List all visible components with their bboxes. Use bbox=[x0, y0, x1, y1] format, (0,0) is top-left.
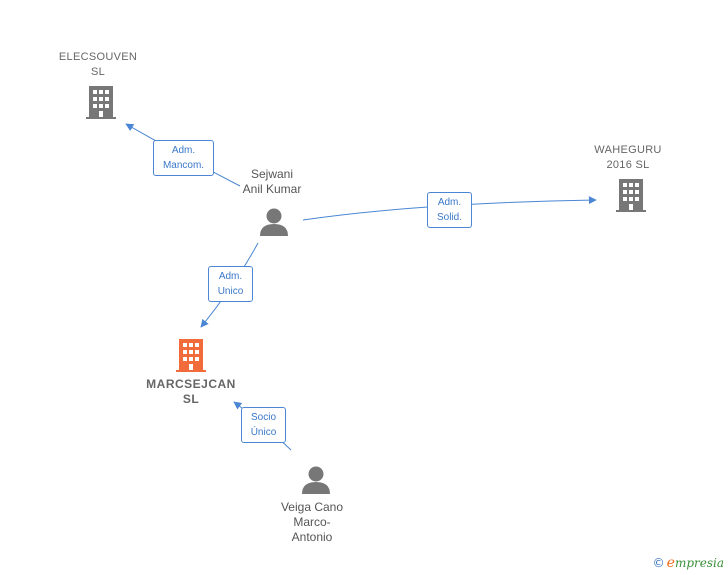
brand-initial: e bbox=[666, 555, 675, 571]
building-icon[interactable] bbox=[615, 177, 647, 213]
person-icon[interactable] bbox=[300, 465, 332, 495]
brand-footer: ©empresia bbox=[653, 555, 724, 571]
edge-label-socio-unico: Socio Único bbox=[241, 407, 286, 443]
edge-label-adm-mancom: Adm. Mancom. bbox=[153, 140, 214, 176]
building-icon[interactable] bbox=[85, 84, 117, 120]
person-icon[interactable] bbox=[258, 207, 290, 237]
edge-label-adm-solid: Adm. Solid. bbox=[427, 192, 472, 228]
node-label-veiga[interactable]: Veiga Cano Marco- Antonio bbox=[280, 500, 344, 544]
copyright-icon: © bbox=[652, 556, 665, 570]
edge-label-adm-unico: Adm. Unico bbox=[208, 266, 253, 302]
brand-name: mpresia bbox=[674, 556, 724, 570]
building-icon[interactable] bbox=[175, 337, 207, 373]
node-label-marcsejcan[interactable]: MARCSEJCAN SL bbox=[146, 377, 236, 406]
node-label-waheguru[interactable]: WAHEGURU 2016 SL bbox=[594, 144, 662, 171]
node-label-elecsouven[interactable]: ELECSOUVEN SL bbox=[58, 51, 138, 78]
node-label-sejwani[interactable]: Sejwani Anil Kumar bbox=[242, 167, 302, 196]
